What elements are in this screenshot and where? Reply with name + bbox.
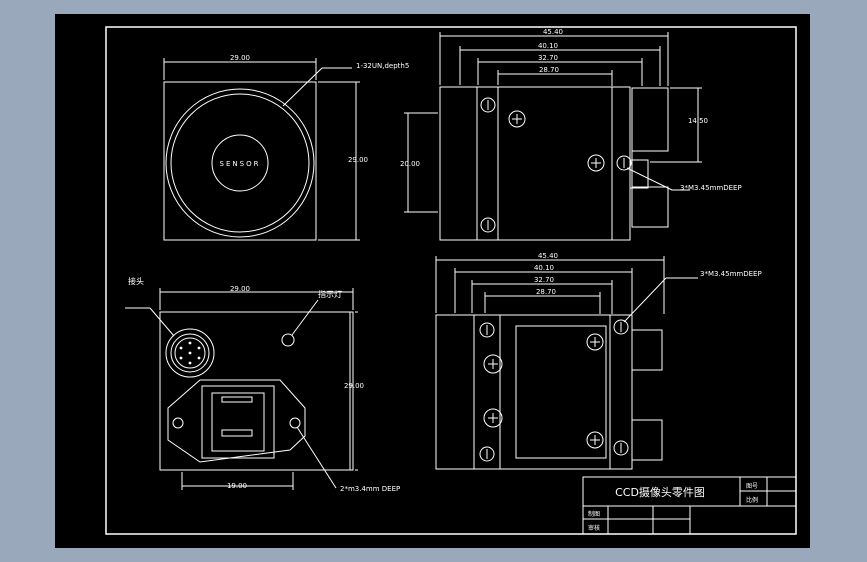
back-body bbox=[159, 311, 354, 471]
side-top-dim-3: 32.70 bbox=[538, 54, 558, 62]
sensor-label: SENSOR bbox=[220, 160, 261, 168]
side-top-connector-upper bbox=[631, 87, 669, 152]
lens-mount-inner bbox=[170, 93, 310, 233]
side-top-connector-lower bbox=[631, 186, 669, 228]
side-view-top bbox=[404, 32, 702, 241]
back-hole-note: 2*m3.4mm DEEP bbox=[340, 485, 400, 493]
title-block bbox=[582, 476, 797, 535]
back-view bbox=[125, 288, 358, 490]
side-bottom-hole-note: 3*M3.45mmDEEP bbox=[700, 270, 762, 278]
indicator-label: 指示灯 bbox=[318, 289, 342, 299]
back-bottom-dim: 19.00 bbox=[227, 482, 247, 490]
back-width-dim: 29.00 bbox=[230, 285, 250, 293]
back-connector-outer bbox=[165, 328, 215, 378]
indicator-lamp bbox=[281, 333, 295, 347]
side-bottom-dim-2: 40.10 bbox=[534, 264, 554, 272]
side-top-hole-note: 3*M3.45mmDEEP bbox=[680, 184, 742, 192]
model-space bbox=[55, 14, 810, 548]
side-top-dim-1: 45.40 bbox=[543, 28, 563, 36]
back-height-dim: 29.00 bbox=[344, 382, 364, 390]
side-bottom-dim-4: 28.70 bbox=[536, 288, 556, 296]
drawing-border bbox=[105, 26, 797, 535]
title-block-ratio-label: 比例 bbox=[746, 496, 758, 504]
side-bottom-dim-1: 45.40 bbox=[538, 252, 558, 260]
sensor-circle bbox=[211, 134, 269, 192]
title-block-review-label: 审核 bbox=[588, 524, 600, 532]
side-view-bottom bbox=[435, 256, 698, 470]
thread-leader bbox=[282, 67, 323, 107]
front-view bbox=[163, 58, 360, 241]
thread-note: 1-32UN,depth5 bbox=[356, 62, 409, 70]
side-bottom-body bbox=[435, 314, 633, 470]
side-top-dim-2: 40.10 bbox=[538, 42, 558, 50]
front-width-dim: 29.00 bbox=[230, 54, 250, 62]
title-block-draw-label: 制图 bbox=[588, 510, 600, 518]
front-body bbox=[163, 81, 317, 241]
front-height-dim: 29.00 bbox=[348, 156, 368, 164]
side-top-dim-left: 20.00 bbox=[400, 160, 420, 168]
title-block-number-label: 图号 bbox=[746, 483, 758, 490]
side-top-dim-4: 28.70 bbox=[539, 66, 559, 74]
title-block-title: CCD摄像头零件图 bbox=[615, 485, 705, 499]
side-top-dim-right: 14.50 bbox=[688, 117, 708, 125]
back-flange bbox=[167, 379, 306, 463]
lens-mount-outer bbox=[165, 88, 315, 238]
side-bottom-dim-3: 32.70 bbox=[534, 276, 554, 284]
connector-label: 接头 bbox=[128, 276, 144, 286]
